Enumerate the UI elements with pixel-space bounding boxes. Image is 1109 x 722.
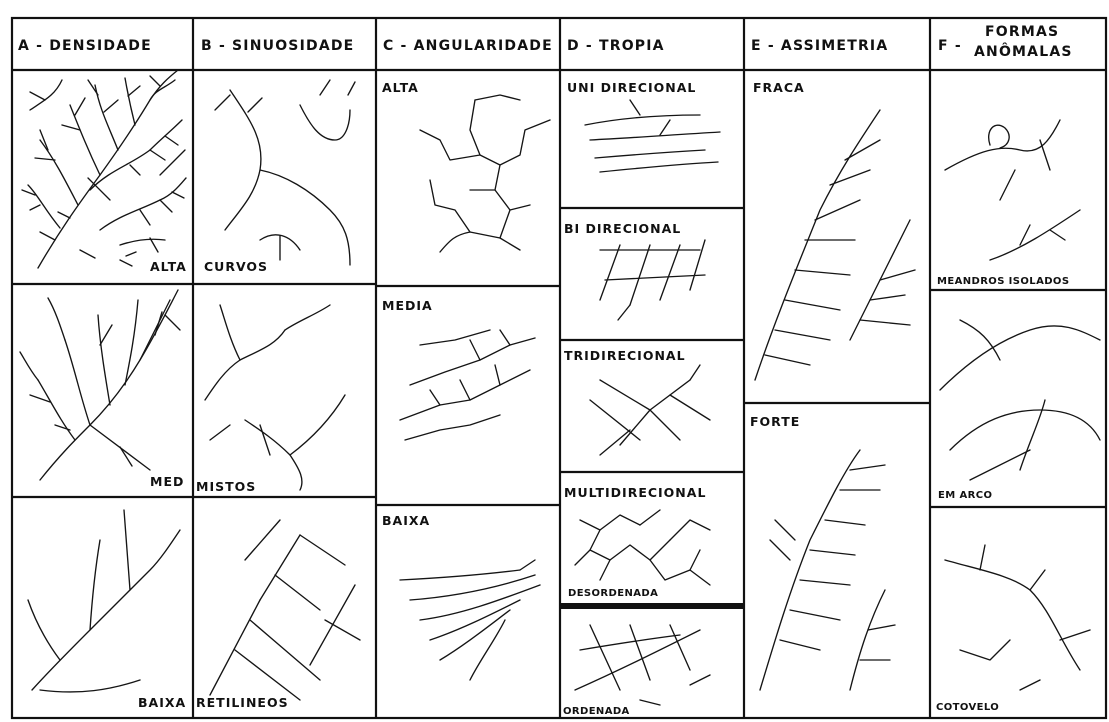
sketch-anomalas-cotovelo [945, 545, 1090, 690]
sketch-tropia-uni [585, 100, 720, 172]
header-tropia: D - TROPIA [567, 38, 665, 54]
header-anomalas-line2: ANÔMALAS [974, 42, 1073, 60]
label-densidade-media: MED [150, 474, 184, 489]
sketch-assimetria-fraca [755, 110, 915, 380]
header-anomalas-line1: FORMAS [985, 24, 1059, 40]
sketch-densidade-baixa [28, 510, 180, 692]
label-sinuosidade-mistos: MISTOS [196, 479, 256, 494]
label-anomalas-meandros: MEANDROS ISOLADOS [937, 276, 1069, 287]
label-assimetria-forte: FORTE [750, 414, 800, 429]
label-tropia-ordenada: ORDENADA [563, 706, 630, 717]
sketch-assimetria-forte [760, 450, 895, 690]
label-anomalas-arco: EM ARCO [938, 490, 992, 501]
sketch-tropia-desordenada [575, 510, 710, 585]
sketch-densidade-alta [22, 70, 186, 268]
sketch-angularidade-alta [420, 95, 550, 252]
label-angularidade-alta: ALTA [382, 80, 419, 95]
sketch-tropia-ordenada [575, 625, 710, 705]
label-tropia-bi: BI DIRECIONAL [564, 221, 681, 236]
sketch-sinuosidade-retilineos [210, 520, 360, 700]
sketch-anomalas-arco [940, 320, 1100, 480]
header-densidade: A - DENSIDADE [18, 38, 152, 54]
label-tropia-multi: MULTIDIRECIONAL [564, 485, 706, 500]
sketch-angularidade-baixa [400, 560, 540, 680]
table-grid [12, 18, 1106, 718]
sketch-sinuosidade-curvos [215, 80, 355, 265]
label-tropia-tri: TRIDIRECIONAL [564, 348, 686, 363]
header-assimetria: E - ASSIMETRIA [751, 38, 888, 54]
label-tropia-uni: UNI DIRECIONAL [567, 80, 696, 95]
label-densidade-alta: ALTA [150, 259, 187, 274]
sketch-densidade-media [20, 290, 180, 480]
sketch-sinuosidade-mistos [205, 305, 345, 490]
sketch-angularidade-media [400, 330, 535, 440]
label-sinuosidade-curvos: CURVOS [204, 259, 268, 274]
sketch-tropia-tri [590, 365, 710, 455]
label-assimetria-fraca: FRACA [753, 80, 805, 95]
header-anomalas-prefix: F - [938, 38, 962, 54]
label-anomalas-cotovelo: COTOVELO [936, 702, 999, 713]
sketch-anomalas-meandros [945, 120, 1080, 260]
label-tropia-desordenada: DESORDENADA [568, 588, 658, 599]
label-angularidade-media: MEDIA [382, 298, 433, 313]
label-densidade-baixa: BAIXA [138, 695, 186, 710]
header-angularidade: C - ANGULARIDADE [383, 38, 553, 54]
label-sinuosidade-retilineos: RETILINEOS [196, 695, 289, 710]
label-angularidade-baixa: BAIXA [382, 513, 430, 528]
sketch-tropia-bi [600, 240, 705, 320]
header-sinuosidade: B - SINUOSIDADE [201, 38, 354, 54]
